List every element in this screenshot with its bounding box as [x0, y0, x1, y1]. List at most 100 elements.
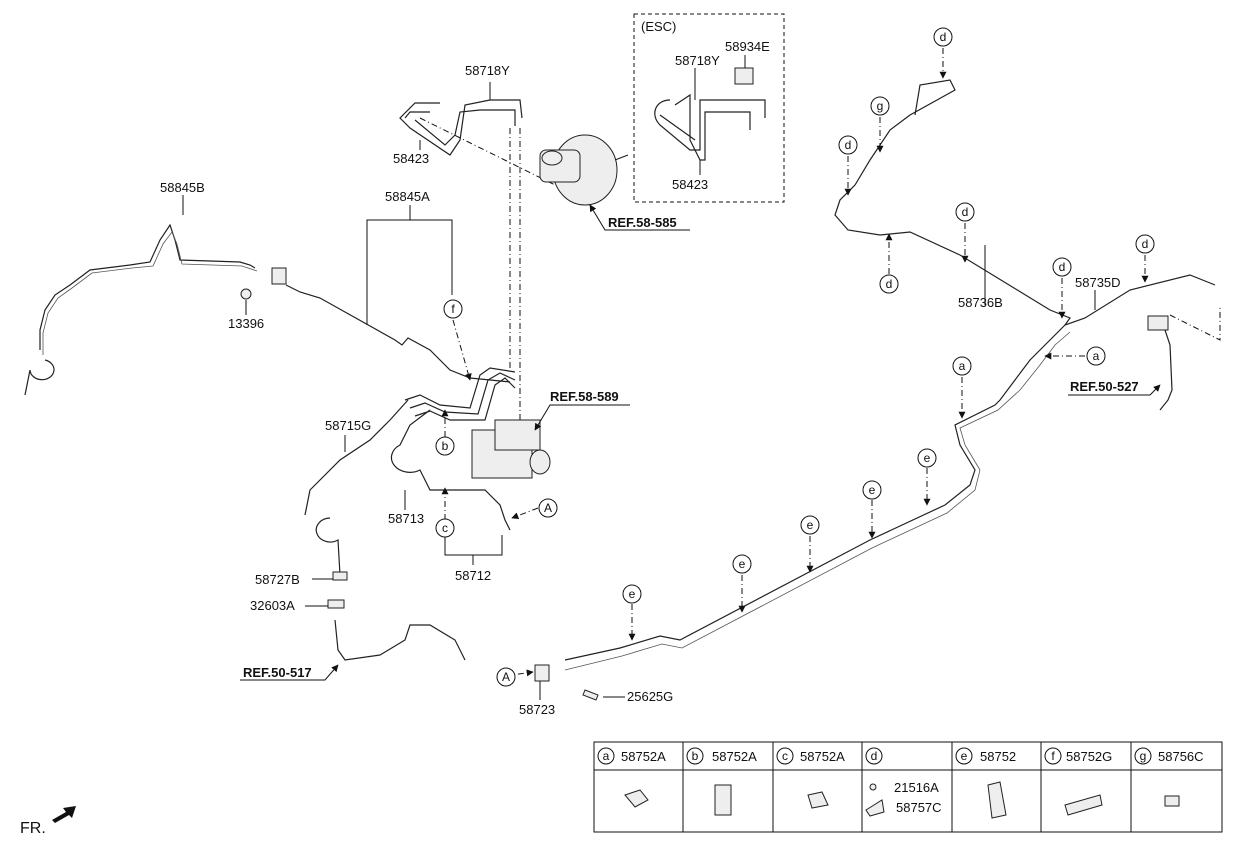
callout-d-1[interactable]: d — [933, 27, 953, 47]
label-58715G: 58715G — [325, 418, 371, 433]
rear-brake-line-2 — [564, 331, 1071, 671]
label-13396: 13396 — [228, 316, 264, 331]
svg-text:e: e — [629, 587, 636, 601]
svg-text:c: c — [782, 749, 788, 763]
label-58735D: 58735D — [1075, 275, 1121, 290]
callout-A-upper[interactable]: A — [538, 498, 558, 518]
svg-text:a: a — [1093, 349, 1100, 363]
ref-58-585[interactable]: REF.58-585 — [608, 215, 677, 230]
callout-d-3[interactable]: d — [955, 202, 975, 222]
clip-58752A-a-icon — [624, 789, 649, 808]
front-label: FR. — [20, 820, 46, 837]
callout-d-5[interactable]: d — [1052, 257, 1072, 277]
callout-a-right[interactable]: a — [1086, 346, 1106, 366]
bracket-58727B — [332, 571, 348, 581]
esc-title: (ESC) — [641, 19, 676, 34]
callout-e-1[interactable]: e — [622, 584, 642, 604]
callout-e-3[interactable]: e — [800, 515, 820, 535]
callout-e-5[interactable]: e — [917, 448, 937, 468]
front-arrow-icon — [52, 806, 76, 823]
callout-A-lower[interactable]: A — [496, 667, 516, 687]
label-58718Y: 58718Y — [465, 63, 510, 78]
callout-a-upper[interactable]: a — [952, 356, 972, 376]
svg-text:d: d — [1142, 237, 1149, 251]
callout-b[interactable]: b — [435, 436, 455, 456]
svg-text:58752A: 58752A — [712, 749, 757, 764]
svg-text:d: d — [845, 138, 852, 152]
pipe-58715G — [304, 399, 409, 576]
ref-50-517[interactable]: REF.50-517 — [243, 665, 312, 680]
clip-58752A-c-icon — [807, 791, 829, 809]
svg-text:e: e — [924, 451, 931, 465]
legend-cell-f: f 58752G — [1044, 747, 1112, 816]
master-cylinder-pipes — [399, 99, 523, 156]
rear-brake-line-upper — [834, 79, 1071, 326]
svg-text:a: a — [959, 359, 966, 373]
label-58713: 58713 — [388, 511, 424, 526]
svg-text:b: b — [442, 439, 449, 453]
svg-text:e: e — [869, 483, 876, 497]
svg-text:d: d — [940, 30, 947, 44]
esc-option-box — [633, 13, 785, 203]
legend-cell-c: c 58752A — [776, 747, 845, 809]
ref-50-527[interactable]: REF.50-527 — [1070, 379, 1139, 394]
label-58934E: 58934E — [725, 39, 770, 54]
svg-text:c: c — [442, 521, 448, 535]
esc-fitting — [734, 67, 754, 85]
label-58736B: 58736B — [958, 295, 1003, 310]
clip-32603A — [327, 599, 345, 609]
clip-58752A-b-icon — [714, 784, 732, 816]
front-brake-hose — [334, 619, 466, 661]
label-58423: 58423 — [393, 151, 429, 166]
pipe-58713 — [390, 409, 511, 531]
callout-d-4[interactable]: d — [879, 274, 899, 294]
svg-text:f: f — [451, 302, 455, 316]
rear-hose-right — [1149, 319, 1173, 411]
svg-text:58752G: 58752G — [1066, 749, 1112, 764]
legend-58757C: 58757C — [896, 800, 942, 815]
abs-module — [471, 419, 551, 479]
callout-e-4[interactable]: e — [862, 480, 882, 500]
ref-58-589[interactable]: REF.58-589 — [550, 389, 619, 404]
legend-table — [593, 741, 1223, 833]
legend-cell-e: e 58752 — [955, 747, 1016, 819]
legend-cell-g: g 58756C — [1134, 747, 1204, 807]
svg-text:d: d — [962, 205, 969, 219]
svg-text:e: e — [807, 518, 814, 532]
label-25625G: 25625G — [627, 689, 673, 704]
label-58727B: 58727B — [255, 572, 300, 587]
svg-text:58752A: 58752A — [621, 749, 666, 764]
legend-cell-b: b 58752A — [686, 747, 757, 816]
pipe-58845A — [285, 284, 511, 383]
clip-58756C-icon — [1164, 795, 1180, 807]
callout-g[interactable]: g — [870, 96, 890, 116]
svg-text:f: f — [1051, 749, 1055, 763]
callout-d-2[interactable]: d — [838, 135, 858, 155]
svg-text:b: b — [692, 749, 699, 763]
svg-text:g: g — [877, 99, 884, 113]
legend-cell-a: a 58752A — [597, 747, 666, 808]
svg-text:g: g — [1140, 749, 1147, 763]
label-58845B: 58845B — [160, 180, 205, 195]
svg-text:a: a — [603, 749, 610, 763]
pipe-58845B — [24, 223, 256, 396]
callout-e-2[interactable]: e — [732, 554, 752, 574]
svg-text:d: d — [871, 749, 878, 763]
brake-booster — [539, 134, 629, 206]
svg-text:A: A — [502, 670, 510, 684]
callout-f[interactable]: f — [443, 299, 463, 319]
label-32603A: 32603A — [250, 598, 295, 613]
label-58712: 58712 — [455, 568, 491, 583]
svg-text:58752A: 58752A — [800, 749, 845, 764]
clip-58752G-icon — [1064, 794, 1103, 816]
callout-d-6[interactable]: d — [1135, 234, 1155, 254]
legend-cell-d: d 21516A 58757C — [865, 747, 942, 817]
svg-text:e: e — [961, 749, 968, 763]
callout-c[interactable]: c — [435, 518, 455, 538]
esc-brake-pipes — [654, 93, 766, 161]
rear-brake-line-1 — [564, 274, 1216, 661]
tee-fitting — [271, 267, 287, 285]
clip-58752-icon — [987, 781, 1007, 819]
svg-text:58752: 58752 — [980, 749, 1016, 764]
